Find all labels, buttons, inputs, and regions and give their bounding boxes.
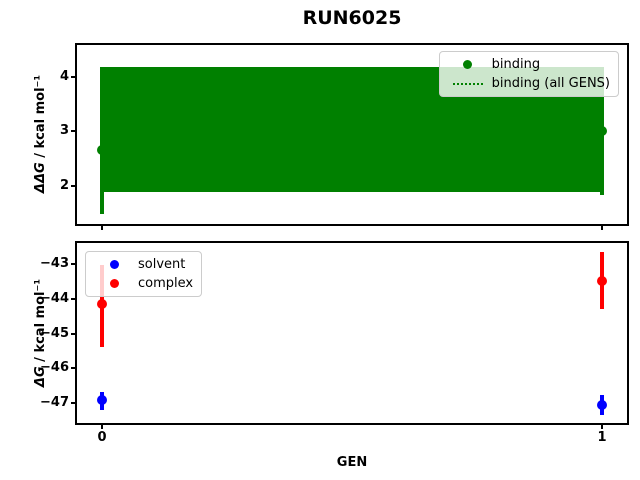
- y-tick-label: 4: [59, 68, 69, 84]
- y-tick: [71, 75, 75, 78]
- legend-item: complex: [94, 275, 193, 292]
- legend-dot-icon: [94, 260, 134, 269]
- legend-item-label: binding (all GENS): [491, 76, 610, 91]
- y-tick: [71, 184, 75, 187]
- chart-title: RUN6025: [302, 7, 402, 29]
- x-tick-label: 0: [97, 430, 107, 445]
- x-tick-label: 1: [597, 430, 607, 445]
- top-plot-frame: [75, 43, 629, 226]
- y-tick: [71, 367, 75, 370]
- legend-dot-icon: [448, 60, 488, 69]
- data-point-binding: [597, 126, 607, 137]
- legend-item: solvent: [94, 256, 193, 273]
- legend-item-label: solvent: [138, 257, 186, 272]
- y-tick-label: −43: [40, 255, 69, 271]
- bottom-plot-area: [77, 243, 627, 423]
- y-tick-label: 3: [59, 123, 69, 139]
- data-point-binding: [97, 145, 107, 156]
- x-axis-label: GEN: [336, 455, 368, 470]
- y-tick-label: 2: [59, 177, 69, 193]
- y-tick: [71, 262, 75, 265]
- y-tick: [71, 297, 75, 300]
- x-tick: [601, 226, 603, 230]
- x-tick: [101, 425, 103, 429]
- y-tick: [71, 130, 75, 133]
- x-tick: [601, 425, 603, 429]
- legend-item-label: binding: [491, 57, 541, 72]
- legend-dot-icon: [109, 260, 119, 269]
- legend-item: binding (all GENS): [448, 75, 610, 92]
- data-point-complex: [97, 298, 107, 309]
- data-point-solvent: [97, 394, 107, 405]
- bottom-plot-legend: solvent complex: [85, 251, 203, 297]
- top-plot-legend: binding binding (all GENS): [438, 51, 619, 97]
- data-point-solvent: [597, 400, 607, 411]
- legend-dotted-line-icon: [448, 82, 488, 85]
- top-y-axis-label-units: / kcal mol⁻¹: [33, 74, 48, 163]
- y-tick-label: −46: [40, 360, 69, 376]
- y-tick-label: −47: [40, 395, 69, 411]
- legend-dot-icon: [463, 60, 473, 69]
- y-tick: [71, 402, 75, 405]
- legend-dotted-line-icon: [452, 82, 483, 85]
- legend-dot-icon: [94, 279, 134, 288]
- data-point-complex: [597, 276, 607, 287]
- error-bar-binding: [100, 66, 104, 215]
- legend-dot-icon: [109, 279, 119, 288]
- bottom-plot-frame: [75, 241, 629, 425]
- y-tick: [71, 332, 75, 335]
- y-tick-label: −45: [40, 325, 69, 341]
- x-tick: [101, 226, 103, 230]
- legend-item-label: complex: [138, 276, 194, 291]
- y-tick-label: −44: [40, 290, 69, 306]
- legend-item: binding: [448, 56, 610, 73]
